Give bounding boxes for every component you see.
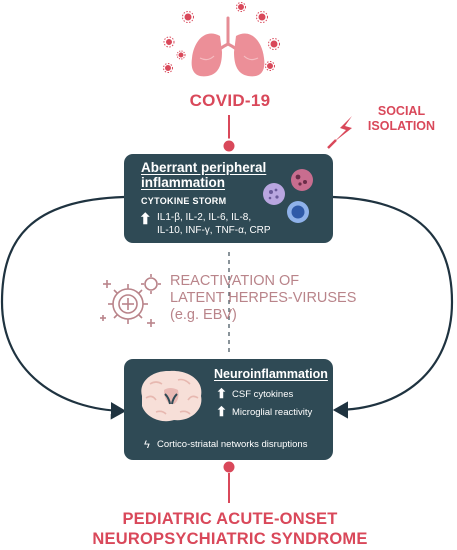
cytokines-line2: IL-10, INF-γ, TNF-α, CRP — [157, 225, 271, 236]
brain-icon — [141, 370, 202, 422]
peripheral-title-line2: inflammation — [141, 175, 226, 190]
up-arrow-icon: ⬆ — [216, 386, 227, 401]
pans-line2: NEUROPSYCHIATRIC SYNDROME — [92, 530, 368, 548]
social-isolation-line1: SOCIAL — [377, 104, 426, 118]
up-arrow-icon: ⬆ — [216, 404, 227, 419]
lightning-bolt-icon — [327, 116, 352, 149]
lungs-icon — [191, 16, 265, 77]
reactivation-text: REACTIVATION OF LATENT HERPES-VIRUSES (e… — [170, 273, 370, 324]
cortico-striatal-label: Cortico-striatal networks disruptions — [157, 439, 308, 450]
reactivation-line3: (e.g. EBV) — [170, 307, 237, 323]
virus-particles — [163, 2, 280, 73]
covid-label: COVID-19 — [189, 91, 271, 110]
microglial-reactivity-label: Microglial reactivity — [232, 407, 313, 418]
reactivation-line2: LATENT HERPES-VIRUSES — [170, 290, 357, 306]
virus-particle-icon — [268, 38, 280, 50]
social-isolation-line2: ISOLATION — [367, 119, 436, 133]
peripheral-title-line1: Aberrant peripheral — [141, 160, 267, 175]
cytokines-line1: IL1-β, IL-2, IL-6, IL-8, — [157, 212, 252, 223]
csf-cytokines-label: CSF cytokines — [232, 389, 294, 400]
outcome-connector-node — [221, 459, 237, 475]
virus-particle-icon — [182, 11, 194, 23]
virus-particle-icon — [236, 2, 246, 12]
cycle-arrow-left — [0, 195, 127, 420]
virus-particle-icon — [265, 61, 275, 71]
peripheral-inflammation-title: Aberrant peripheral inflammation — [141, 160, 281, 190]
lightning-bolt-icon: ϟ — [144, 439, 150, 451]
peripheral-inflammation-box — [124, 154, 333, 243]
social-isolation-label: SOCIAL ISOLATION — [354, 104, 449, 134]
virus-particle-icon — [163, 63, 173, 73]
pans-line1: PEDIATRIC ACUTE-ONSET — [122, 510, 338, 528]
cytokine-storm-label: CYTOKINE STORM — [141, 196, 227, 206]
reactivation-line1: REACTIVATION OF — [170, 273, 300, 289]
virus-particle-icon — [163, 36, 175, 48]
virus-particle-icon — [176, 50, 186, 60]
up-arrow-icon: ⬆ — [139, 211, 152, 228]
neuroinflammation-title: Neuroinflammation — [214, 367, 328, 381]
cycle-arrow-right — [332, 195, 454, 419]
herpes-virus-icon — [100, 274, 161, 327]
pans-outcome-label: PEDIATRIC ACUTE-ONSET NEUROPSYCHIATRIC S… — [90, 509, 370, 549]
covid-connector-node — [221, 138, 237, 154]
blood-cell-icon — [263, 169, 313, 223]
virus-particle-icon — [256, 11, 268, 23]
